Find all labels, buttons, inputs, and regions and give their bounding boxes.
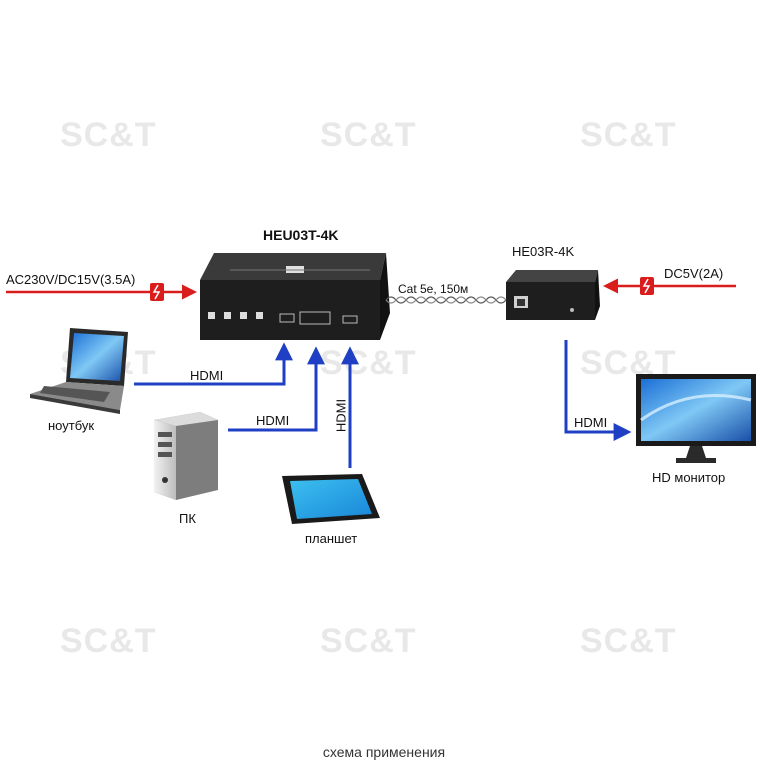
- rx-power-label: DC5V(2A): [664, 266, 724, 281]
- tablet-icon: [282, 474, 380, 524]
- tx-power-label: AC230V/DC15V(3.5A): [6, 272, 136, 287]
- watermark: SC&T: [580, 622, 677, 660]
- monitor-hdmi-label: HDMI: [574, 415, 608, 430]
- watermark: SC&T: [60, 116, 157, 154]
- laptop-label: ноутбук: [48, 418, 95, 433]
- watermark: SC&T: [320, 622, 417, 660]
- laptop-hdmi-line: [134, 342, 293, 386]
- transmitter-label: HEU03T-4K: [263, 227, 339, 243]
- watermark: SC&T: [320, 344, 417, 382]
- transmitter-device: [200, 253, 390, 340]
- watermark: SC&T: [60, 622, 157, 660]
- laptop-hdmi-label: HDMI: [190, 368, 224, 383]
- monitor-icon: [636, 374, 756, 463]
- laptop-icon: [30, 328, 128, 414]
- pc-hdmi-line: [228, 346, 325, 432]
- pc-hdmi-label: HDMI: [256, 413, 290, 428]
- receiver-device: [506, 270, 600, 320]
- watermark: SC&T: [580, 116, 677, 154]
- receiver-label: HE03R-4K: [512, 244, 575, 259]
- tablet-hdmi-label: HDMI: [333, 398, 349, 433]
- tablet-label: планшет: [305, 531, 358, 546]
- watermark: SC&T: [320, 116, 417, 154]
- pc-label: ПК: [179, 511, 196, 526]
- pc-tower-icon: [154, 412, 218, 500]
- cable-label: Cat 5e, 150м: [398, 282, 469, 296]
- cat5e-cable: [385, 296, 507, 304]
- monitor-hdmi-line: [564, 340, 632, 441]
- tx-power-line: [6, 283, 197, 301]
- caption: схема применения: [322, 744, 446, 760]
- monitor-label: HD монитор: [652, 470, 726, 485]
- rx-power-line: [603, 277, 736, 295]
